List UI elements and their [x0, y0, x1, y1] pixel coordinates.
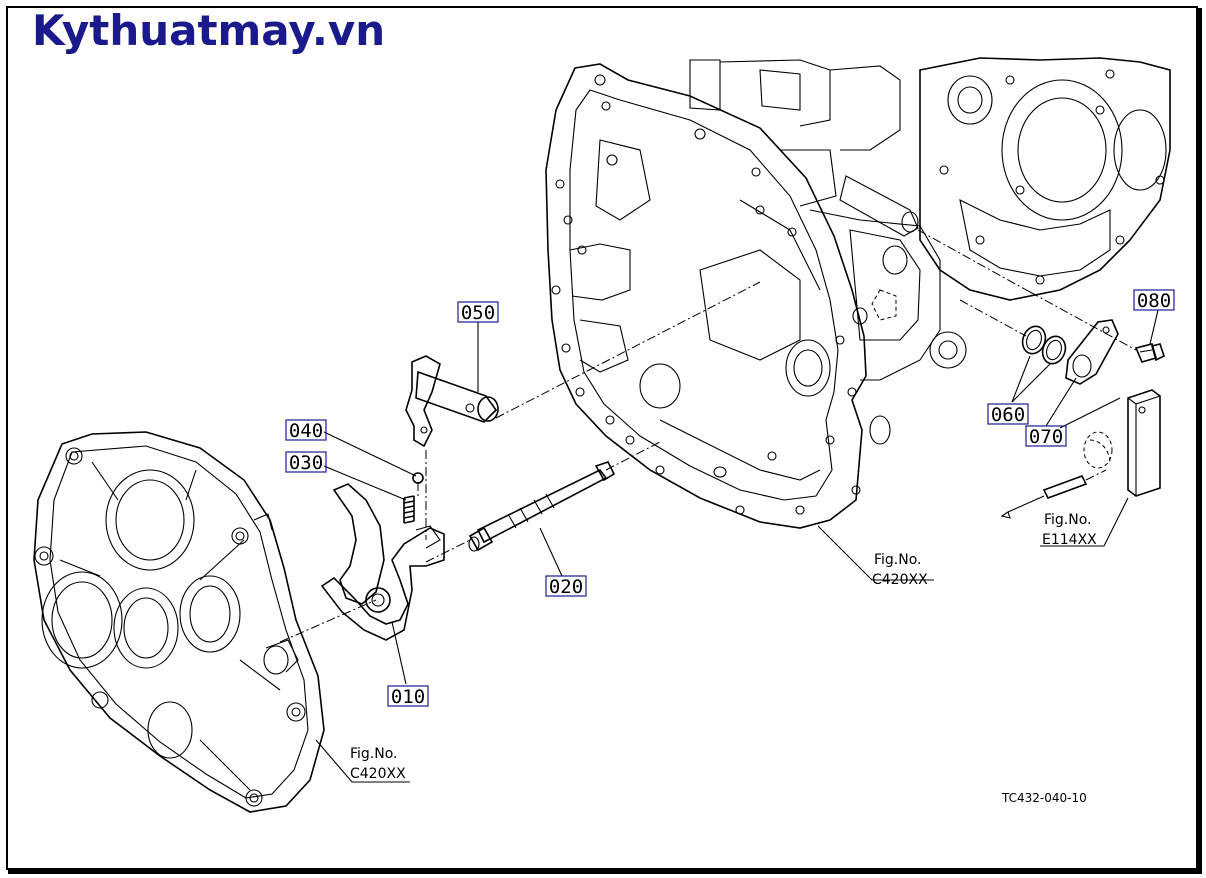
fig-ref-bracket-line1: Fig.No.: [1044, 512, 1092, 528]
e114xx-bracket: [1000, 389, 1161, 519]
callout-040-label: 040: [289, 420, 323, 442]
part-050-shaft-lever: [405, 355, 499, 448]
part-080-bolt: [1134, 343, 1165, 363]
callout-070-label: 070: [1029, 426, 1063, 448]
callout-050: 050: [457, 301, 499, 324]
front-cover: [33, 431, 325, 813]
callout-030-label: 030: [289, 452, 323, 474]
fig-ref-bracket-line2: E114XX: [1042, 532, 1097, 548]
callout-040: 040: [285, 419, 327, 442]
callout-080-label: 080: [1137, 290, 1171, 312]
callout-030: 030: [285, 451, 327, 474]
callout-010-label: 010: [391, 686, 425, 708]
fig-ref-case-line2: C420XX: [872, 572, 928, 588]
assembly-centerlines: [279, 229, 1137, 643]
part-060-o-rings: [1021, 325, 1067, 365]
drawing-number: TC432-040-10: [1001, 791, 1087, 805]
callout-010: 010: [387, 685, 429, 708]
callout-020: 020: [545, 575, 587, 598]
part-010-shift-fork: [320, 483, 445, 641]
frame-shadow-bottom: [8, 870, 1202, 874]
callout-050-label: 050: [461, 302, 495, 324]
frame-shadow-right: [1198, 8, 1202, 874]
callout-070: 070: [1025, 425, 1067, 448]
fig-ref-cover-line2: C420XX: [350, 766, 406, 782]
callout-020-label: 020: [549, 576, 583, 598]
fig-ref-case: Fig.No. C420XX: [872, 552, 928, 588]
part-030-spring: [403, 495, 415, 524]
fig-ref-cover: Fig.No. C420XX: [350, 746, 406, 782]
callout-060-label: 060: [991, 404, 1025, 426]
part-020-shift-rod: [468, 461, 616, 552]
site-brand-watermark: Kythuatmay.vn: [32, 6, 386, 55]
callout-080: 080: [1133, 289, 1175, 312]
transmission-case: [545, 57, 1171, 529]
fig-ref-case-line1: Fig.No.: [874, 552, 922, 568]
part-040-ball: [412, 472, 424, 484]
leader-lines: [315, 309, 1159, 783]
fig-ref-bracket: Fig.No. E114XX: [1042, 512, 1097, 548]
fig-ref-cover-line1: Fig.No.: [350, 746, 398, 762]
part-070-gasket: [1065, 319, 1119, 385]
callout-060: 060: [987, 403, 1029, 426]
drawing-frame: [6, 6, 1198, 870]
